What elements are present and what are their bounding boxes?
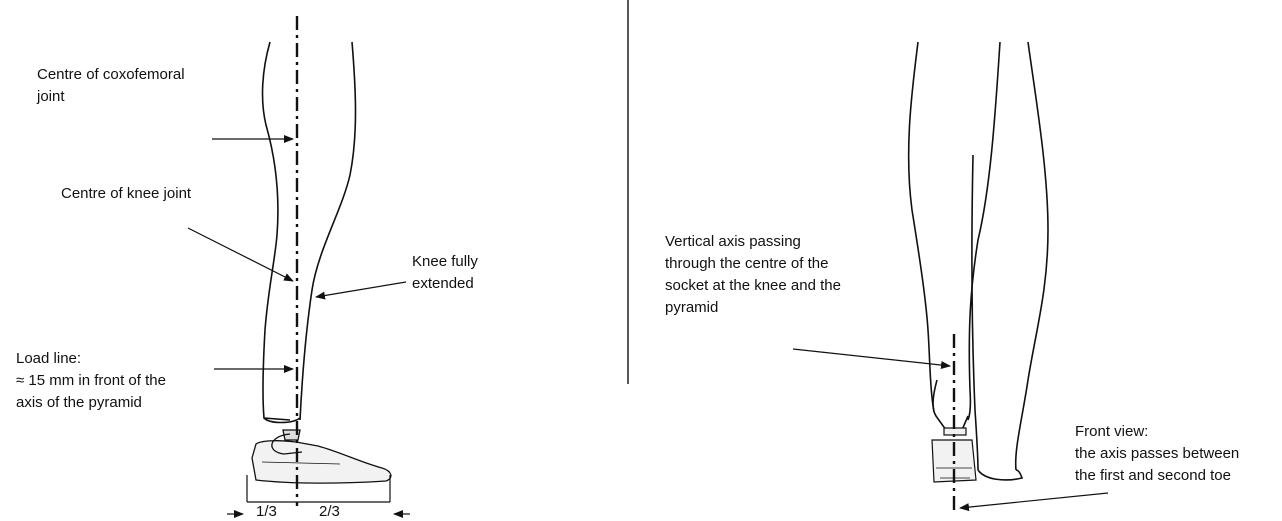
prosthetic-pylon xyxy=(932,379,969,431)
side-view-arrows xyxy=(187,135,407,373)
knee-arrow xyxy=(187,227,294,282)
foot-keel xyxy=(261,461,341,465)
extended-arrow xyxy=(315,281,407,300)
side-view-foot xyxy=(251,429,392,484)
socket-bottom xyxy=(263,417,301,424)
fraction-one-third: 1/3 xyxy=(256,503,277,520)
front-pyramid-adapter xyxy=(943,427,967,436)
leg-posterior-outline xyxy=(261,41,291,421)
load-line-label: Load line: ≈ 15 mm in front of the axis … xyxy=(16,350,166,411)
toe-axis-label: Front view: the axis passes between the … xyxy=(1075,423,1240,484)
foot-measure xyxy=(227,475,410,518)
fraction-two-thirds: 2/3 xyxy=(319,503,340,520)
vertical-axis-label: Vertical axis passing through the centre… xyxy=(665,233,841,316)
socket-axis-arrow xyxy=(792,348,951,370)
foot-hook xyxy=(271,433,303,455)
front-view-legs xyxy=(907,41,1049,481)
sound-leg-inner xyxy=(971,154,979,471)
leg-anterior-outline xyxy=(299,41,357,421)
prosthetic-foot xyxy=(251,440,392,484)
knee-joint-label: Centre of knee joint xyxy=(61,185,192,202)
residual-limb-outer xyxy=(907,41,935,413)
side-view-leg xyxy=(261,41,357,424)
toe-arrow xyxy=(959,492,1109,512)
knee-extended-label: Knee fully extended xyxy=(412,253,478,292)
hip-joint-label: Centre of coxofemoral joint xyxy=(37,66,185,105)
sound-leg-foot xyxy=(977,469,1024,481)
front-view-arrows xyxy=(792,348,1109,512)
residual-limb-inner xyxy=(967,41,1001,421)
sound-leg-outer xyxy=(1014,41,1049,471)
